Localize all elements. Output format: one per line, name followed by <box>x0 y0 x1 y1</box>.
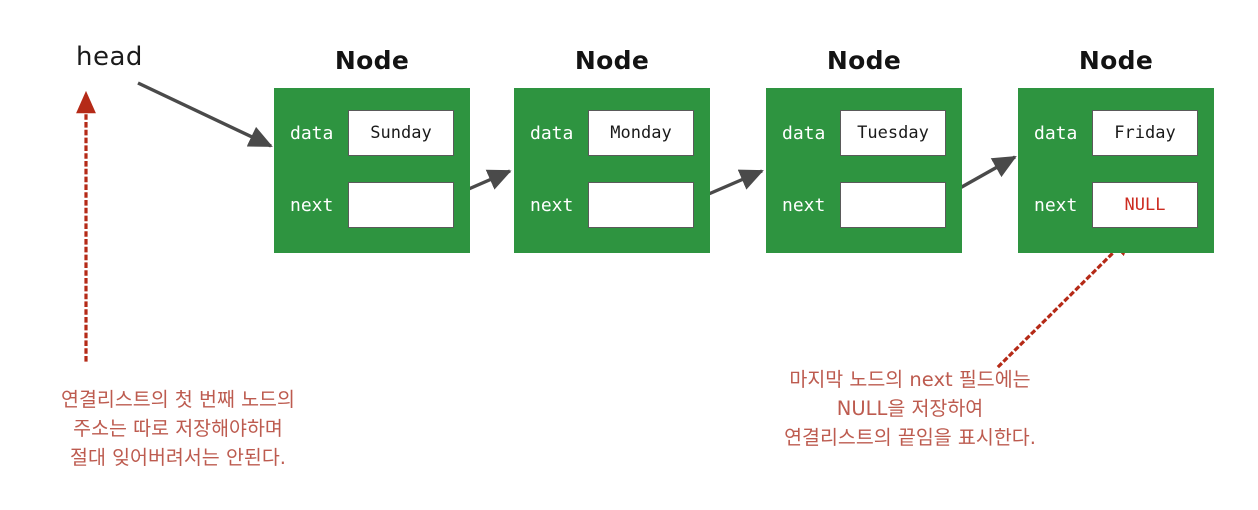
node-1-title: Node <box>334 46 410 75</box>
node-1-data-value: Sunday <box>348 110 454 156</box>
annotation-null-note-line-2: NULL을 저장하여 <box>836 397 984 420</box>
node-3-next-value <box>840 182 946 228</box>
arrow-note-right-to-null <box>996 233 1133 369</box>
node-1-next-label: next <box>290 194 334 216</box>
node-4-data-value: Friday <box>1092 110 1198 156</box>
node-2-next-label: next <box>530 194 574 216</box>
node-1-data-label: data <box>290 122 334 144</box>
node-4-data-field: data Friday <box>1034 110 1198 156</box>
node-1-next-value <box>348 182 454 228</box>
node-3-next-field: next <box>782 182 946 228</box>
node-3: Node data Tuesday next <box>766 46 962 253</box>
node-3-next-label: next <box>782 194 826 216</box>
node-3-data-label: data <box>782 122 826 144</box>
node-2-title: Node <box>574 46 650 75</box>
node-3-title: Node <box>826 46 902 75</box>
node-4: Node data Friday next NULL <box>1018 46 1214 253</box>
node-4-data-label: data <box>1034 122 1078 144</box>
node-3-data-field: data Tuesday <box>782 110 946 156</box>
annotation-head-note-line-1: 연결리스트의 첫 번째 노드의 <box>61 388 295 411</box>
annotation-null-note: 마지막 노드의 next 필드에는 NULL을 저장하여 연결리스트의 끝임을 … <box>630 365 1190 452</box>
node-3-data-value: Tuesday <box>840 110 946 156</box>
annotation-null-note-line-1: 마지막 노드의 next 필드에는 <box>789 368 1031 391</box>
head-label: head <box>76 42 143 72</box>
node-4-next-field: next NULL <box>1034 182 1198 228</box>
node-4-title: Node <box>1078 46 1154 75</box>
node-1-next-field: next <box>290 182 454 228</box>
node-2-data-field: data Monday <box>530 110 694 156</box>
annotation-null-note-line-3: 연결리스트의 끝임을 표시한다. <box>784 426 1036 449</box>
node-4-next-label: next <box>1034 194 1078 216</box>
node-1-data-field: data Sunday <box>290 110 454 156</box>
annotation-head-note-line-3: 절대 잊어버려서는 안된다. <box>70 446 286 469</box>
node-2-data-value: Monday <box>588 110 694 156</box>
node-2-data-label: data <box>530 122 574 144</box>
annotation-head-note-line-2: 주소는 따로 저장해야하며 <box>73 417 283 440</box>
node-2: Node data Monday next <box>514 46 710 253</box>
node-1: Node data Sunday next <box>274 46 470 253</box>
node-4-next-value: NULL <box>1092 182 1198 228</box>
node-2-next-value <box>588 182 694 228</box>
annotation-head-note: 연결리스트의 첫 번째 노드의 주소는 따로 저장해야하며 절대 잊어버려서는 … <box>18 385 338 472</box>
node-2-next-field: next <box>530 182 694 228</box>
arrow-head-to-node1 <box>137 81 273 148</box>
